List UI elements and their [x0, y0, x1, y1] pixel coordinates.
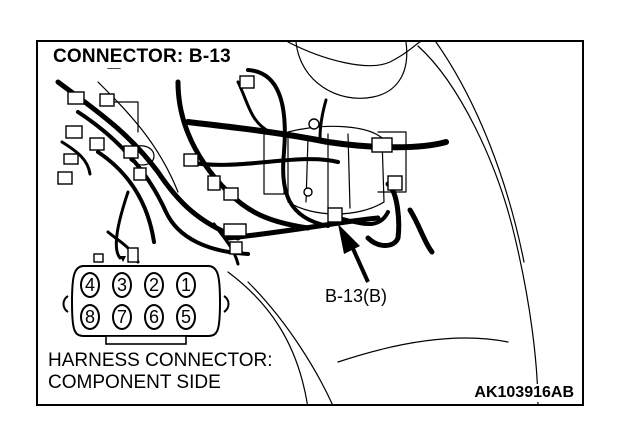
strut-tower-outline	[295, 42, 408, 99]
box-outline	[287, 125, 385, 215]
relay-box-outline	[263, 133, 285, 195]
connector-b-13	[327, 207, 343, 223]
diagram-frame: CONNECTOR: B-13 4 3 2 1 8 7 6 5 B-13(B) …	[36, 40, 584, 406]
callout-arrow	[338, 224, 370, 283]
harness-caption: HARNESS CONNECTOR: COMPONENT SIDE	[46, 350, 275, 394]
pin-3: 3	[112, 272, 132, 298]
pin-4: 4	[80, 272, 100, 298]
fender-edge	[337, 337, 509, 363]
caption-line-2: COMPONENT SIDE	[48, 372, 221, 393]
pin-7: 7	[112, 304, 132, 330]
inner-fender-curve-2	[435, 42, 525, 263]
figure-code: AK103916AB	[472, 384, 576, 402]
connectors	[57, 57, 403, 263]
body-panel-outline	[287, 42, 421, 67]
pin-1: 1	[176, 272, 196, 298]
pin-6: 6	[144, 304, 164, 330]
pin-5: 5	[176, 304, 196, 330]
connector-face-outline	[62, 253, 230, 345]
connector-title: CONNECTOR: B-13	[50, 46, 234, 68]
lower-panel-line	[227, 271, 308, 404]
panel-line-left	[97, 81, 179, 193]
wiring-harness	[55, 68, 449, 266]
pin-8: 8	[80, 304, 100, 330]
inner-fender-curve	[417, 45, 539, 404]
lower-panel-line-2	[247, 281, 333, 404]
callout-label: B-13(B)	[322, 286, 391, 306]
pin-2: 2	[144, 272, 164, 298]
caption-line-1: HARNESS CONNECTOR:	[48, 350, 273, 371]
